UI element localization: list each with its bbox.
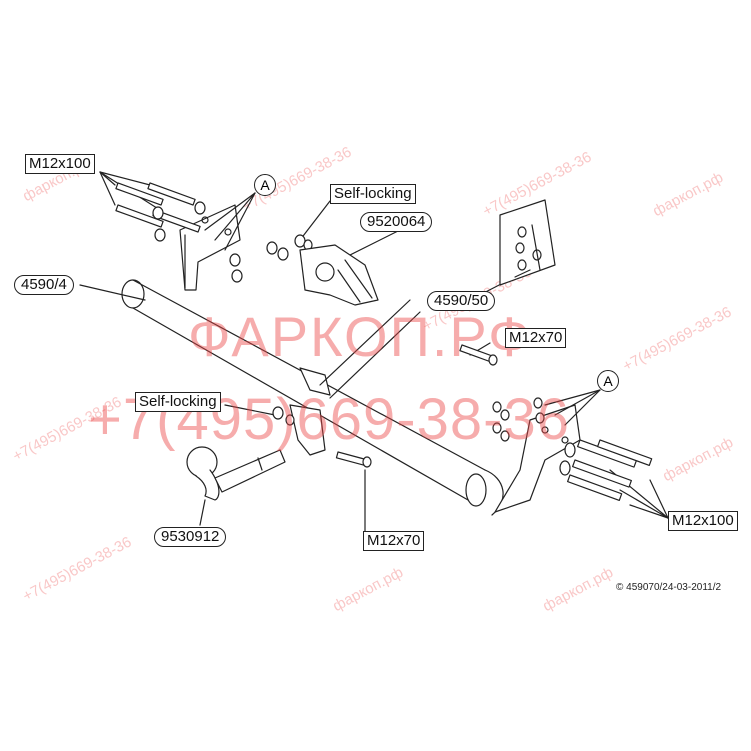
label-bolt-m12x70-bottom: M12x70	[363, 531, 425, 551]
copyright-text: © 459070/24-03-2011/2	[616, 582, 722, 593]
label-bolt-m12x70-top: M12x70	[505, 328, 567, 348]
inset-panel	[499, 199, 556, 286]
self-locking-nut-left	[272, 406, 295, 426]
socket-plate	[299, 244, 379, 306]
reference-a-left: A	[254, 174, 276, 196]
label-bolt-m12x100-left: M12x100	[25, 154, 95, 174]
label-part-4590-50: 4590/50	[427, 291, 496, 311]
right-bracket	[494, 404, 581, 513]
left-bolts	[115, 182, 206, 242]
label-bolt-m12x100-right: M12x100	[668, 511, 738, 531]
reference-a-right: A	[597, 370, 619, 392]
bolt-m12x70-bottom	[335, 451, 372, 468]
left-nuts	[229, 234, 313, 283]
tow-ball	[186, 446, 286, 501]
label-part-4590-4: 4590/4	[14, 275, 74, 295]
label-self-locking-top: Self-locking	[330, 184, 416, 204]
crossbar-tube	[121, 279, 504, 516]
label-self-locking-left: Self-locking	[135, 392, 221, 412]
right-bolts	[559, 439, 653, 501]
right-nuts	[492, 397, 545, 442]
label-part-9520064: 9520064	[360, 212, 433, 232]
center-plates	[289, 299, 421, 456]
label-part-9530912: 9530912	[154, 527, 227, 547]
left-bracket	[179, 204, 241, 291]
watermark-main: ФАРКОП.РФ	[188, 305, 533, 368]
bolt-m12x70-top	[459, 344, 498, 366]
